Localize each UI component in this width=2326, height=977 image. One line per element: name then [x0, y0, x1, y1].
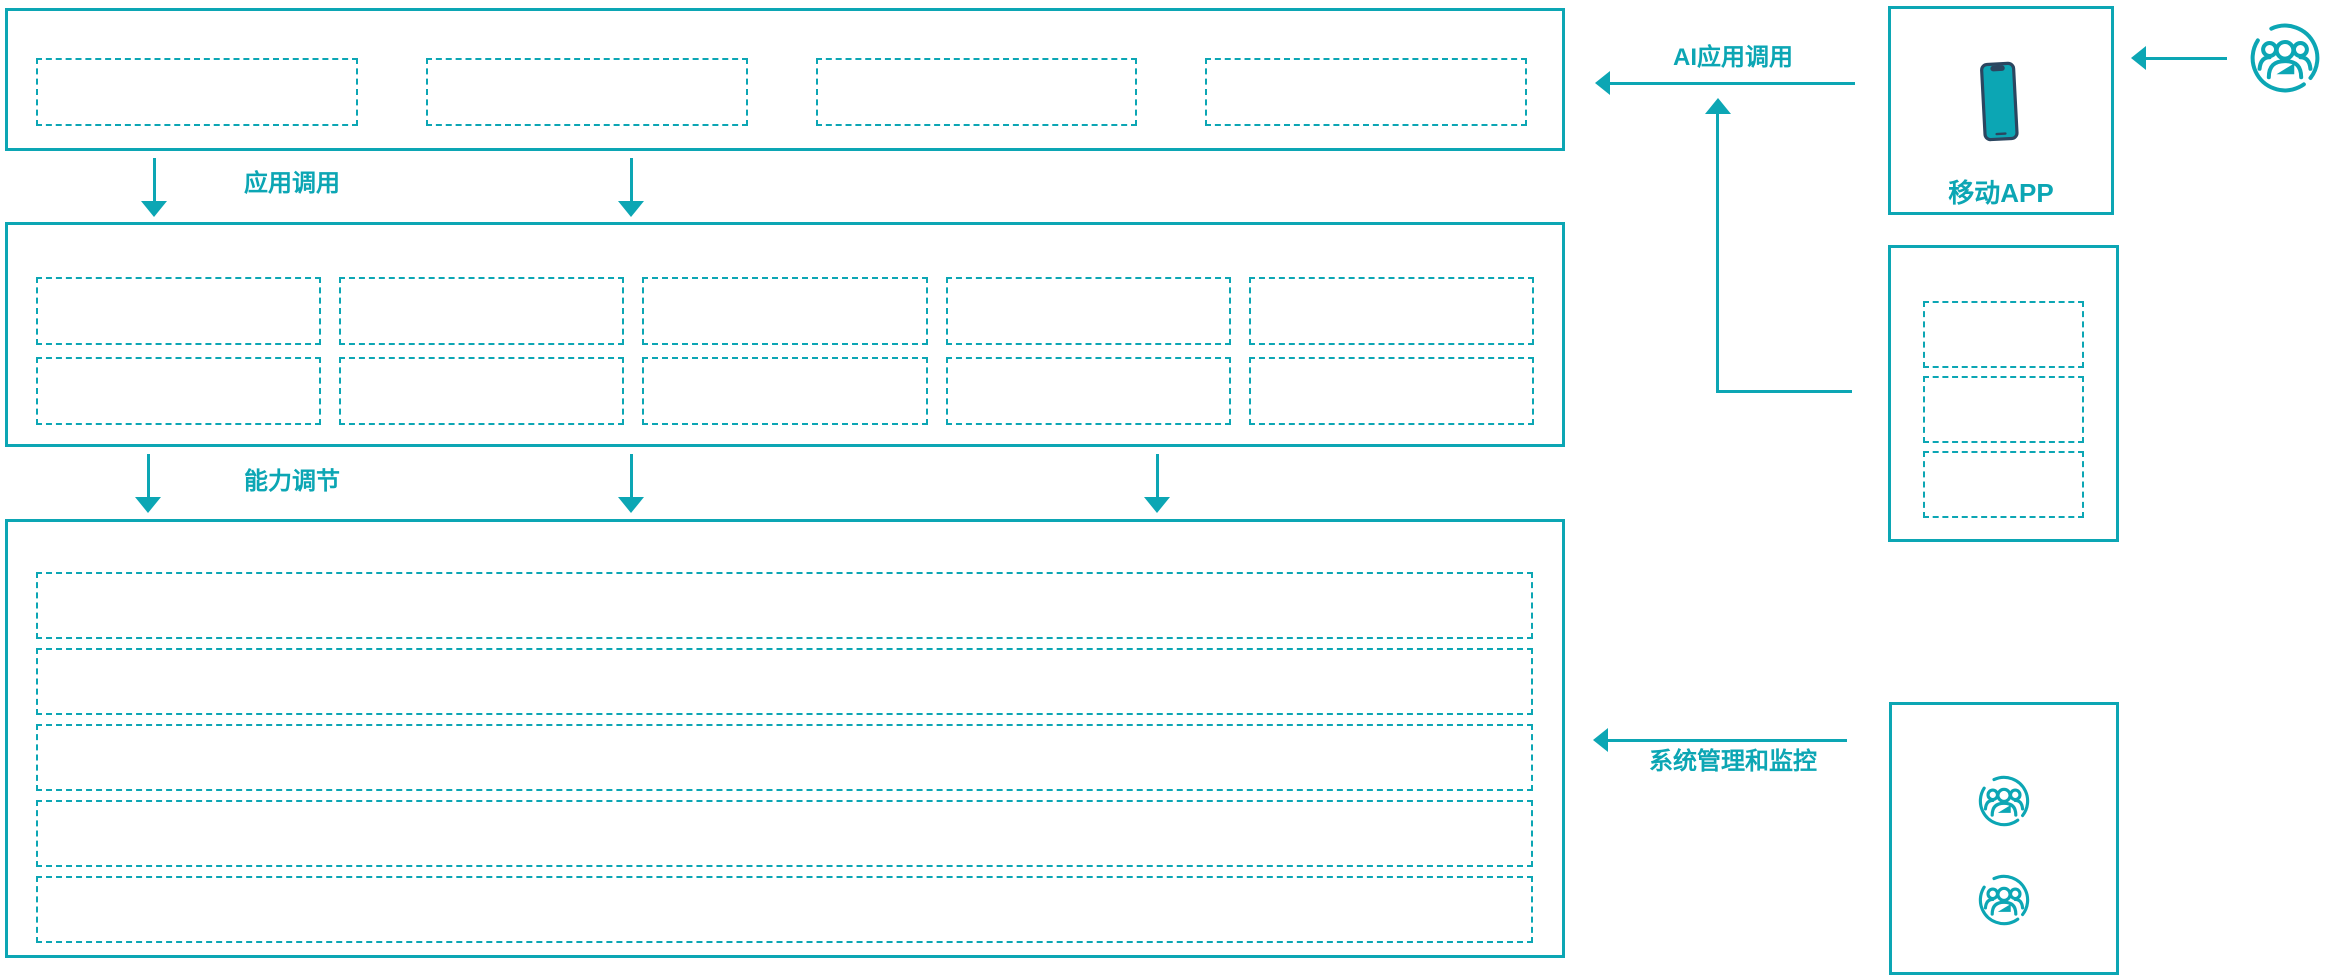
channel-box [1888, 245, 2119, 542]
placeholder-module-box [1205, 58, 1527, 126]
placeholder-module-box [339, 357, 625, 425]
placeholder-module-box [945, 277, 1231, 345]
users-group-icon [1977, 774, 2031, 828]
placeholder-module-box [1923, 301, 2084, 368]
down-arrow [141, 158, 167, 217]
placeholder-module-box [1248, 357, 1534, 425]
placeholder-module-box [425, 58, 748, 126]
placeholder-module-box [1923, 376, 2084, 443]
capability-label: 能力调节 [244, 468, 340, 495]
app-call-label: 应用调用 [244, 170, 340, 197]
admin-users-box [1889, 702, 2119, 975]
ai-call-label: AI应用调用 [1673, 44, 1793, 71]
capability-module-grid [8, 225, 1562, 425]
users-group-icon [2248, 21, 2322, 95]
placeholder-row-box [36, 800, 1533, 867]
placeholder-module-box [642, 277, 928, 345]
connector-line-vertical [1716, 112, 1719, 391]
placeholder-module-box [945, 357, 1231, 425]
smartphone-icon [1971, 59, 2031, 147]
application-layer-box [5, 8, 1565, 151]
users-group-icon [1977, 873, 2031, 927]
placeholder-row-box [36, 724, 1533, 791]
up-arrowhead [1705, 98, 1731, 114]
down-arrow [618, 158, 644, 217]
channel-module-stack [1891, 248, 2116, 518]
placeholder-module-box [642, 357, 928, 425]
placeholder-module-box [36, 357, 322, 425]
left-arrow-sys-monitor [1593, 728, 1847, 752]
placeholder-module-box [1923, 451, 2084, 518]
left-arrow-user [2131, 46, 2227, 70]
application-module-row [8, 11, 1562, 126]
placeholder-module-box [815, 58, 1138, 126]
mobile-app-box: 移动APP [1888, 6, 2114, 215]
connector-line-horizontal [1716, 390, 1852, 393]
placeholder-row-box [36, 648, 1533, 715]
capability-layer-box [5, 222, 1565, 447]
placeholder-module-box [36, 277, 322, 345]
placeholder-module-box [1248, 277, 1534, 345]
placeholder-module-box [339, 277, 625, 345]
platform-row-stack [8, 522, 1562, 943]
placeholder-module-box [36, 58, 358, 126]
platform-layer-box [5, 519, 1565, 958]
left-arrow-ai-call [1595, 71, 1855, 95]
down-arrow [1144, 454, 1170, 513]
down-arrow [135, 454, 161, 513]
sys-monitor-label: 系统管理和监控 [1649, 748, 1817, 775]
placeholder-row-box [36, 572, 1533, 639]
placeholder-row-box [36, 876, 1533, 943]
mobile-app-label: 移动APP [1948, 178, 2054, 208]
down-arrow [618, 454, 644, 513]
